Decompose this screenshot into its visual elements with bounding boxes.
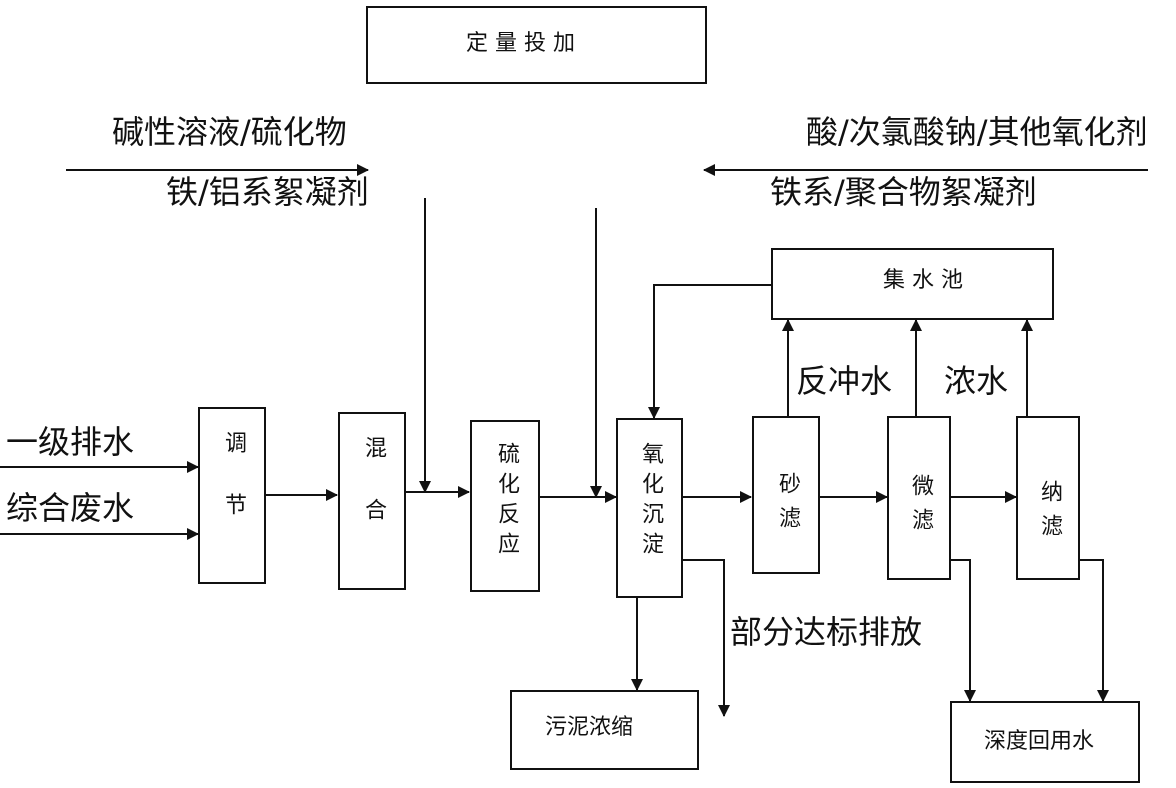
- adjust-tank-label: 调节: [221, 431, 246, 555]
- micro-filter-label: 微滤: [908, 474, 933, 542]
- nano-filter-label: 纳滤: [1037, 480, 1062, 548]
- collection-tank-label: 集 水 池: [883, 268, 963, 293]
- flow-micro-to-reuse: [951, 559, 976, 702]
- sludge-thickening-label: 污泥浓缩: [545, 715, 634, 740]
- oxidation-settling-label: 氧化沉淀: [638, 442, 663, 562]
- input-primary-effluent: 一级排水: [6, 423, 135, 461]
- sand-filter-label: 砂滤: [775, 472, 800, 540]
- adjust-tank: 调节: [198, 407, 266, 584]
- dosing-box-label: 定 量 投 加: [466, 31, 575, 56]
- input-combined-wastewater: 综合废水: [6, 489, 135, 527]
- mix-tank: 混合: [338, 412, 406, 590]
- collection-tank: 集 水 池: [771, 248, 1054, 320]
- oxidation-settling-tank: 氧化沉淀: [616, 418, 683, 598]
- sludge-thickening-box: 污泥浓缩: [510, 690, 699, 770]
- reagent-right-line1: 酸/次氯酸钠/其他氧化剂: [806, 113, 1148, 151]
- reagent-left-line1: 碱性溶液/硫化物: [112, 113, 347, 151]
- micro-filter: 微滤: [887, 416, 951, 580]
- partial-discharge-label: 部分达标排放: [730, 613, 923, 651]
- flow-nano-to-reuse: [1080, 559, 1109, 702]
- mix-tank-label: 混合: [361, 436, 386, 560]
- sulfide-reaction-label: 硫化反应: [494, 442, 519, 562]
- reagent-left-line2: 铁/铝系絮凝剂: [166, 173, 369, 211]
- flow-tank-return: [648, 284, 771, 419]
- dosing-box: 定 量 投 加: [366, 6, 707, 84]
- reagent-right-line2: 铁系/聚合物絮凝剂: [770, 173, 1037, 211]
- backwash-water-label: 反冲水: [796, 362, 893, 400]
- flow-discharge: [682, 559, 730, 717]
- nano-filter: 纳滤: [1016, 416, 1080, 580]
- concentrate-label: 浓水: [944, 362, 1009, 400]
- deep-reuse-box: 深度回用水: [950, 701, 1140, 783]
- deep-reuse-label: 深度回用水: [984, 729, 1095, 754]
- sulfide-reaction-tank: 硫化反应: [470, 420, 540, 592]
- sand-filter: 砂滤: [752, 416, 820, 574]
